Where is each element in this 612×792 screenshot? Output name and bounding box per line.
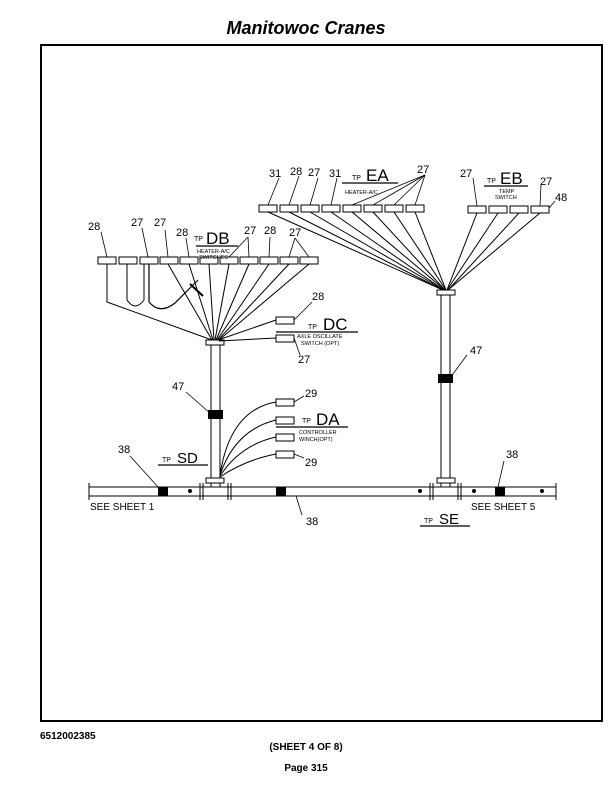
tp-eb-desc2: SWITCH [495,195,517,201]
tp-eb-code: EB [500,169,523,188]
callout-db-28a: 28 [88,221,100,233]
tp-ea-code: EA [366,166,389,185]
diagram-frame [40,44,603,722]
page-title: Manitowoc Cranes [226,18,386,38]
callout-left-47: 47 [172,381,184,393]
tp-da-desc2: WINCH(OPT) [299,437,333,443]
callout-db-28c: 28 [264,225,276,237]
callout-eb-27a: 27 [460,168,472,180]
see-sheet-right: SEE SHEET 5 [471,502,536,513]
tp-dc-code: DC [323,315,348,334]
callout-dc-27: 27 [298,354,310,366]
tp-dc-desc1: AXLE OSCILLATE [297,334,343,340]
tp-se-code: SE [439,511,459,528]
db-harness-fan [167,263,310,341]
callout-dc-28: 28 [312,291,324,303]
callout-da-29a: 29 [305,388,317,400]
callout-leaders [100,174,556,516]
callout-da-29b: 29 [305,457,317,469]
tp-db-code: DB [206,229,230,248]
tp-eb-desc1: TEMP [499,189,515,195]
tp-sd-code: SD [177,450,198,467]
tp-da-desc1: CONTROLLER [299,430,337,436]
callout-db-27a: 27 [131,217,143,229]
ea-eb-connector-row [258,204,550,214]
tp-da-code: DA [316,410,340,429]
callout-mid-38: 38 [306,516,318,528]
see-sheet-left: SEE SHEET 1 [90,502,155,513]
callout-ea-28: 28 [290,166,302,178]
tp-eb-prefix: TP [487,178,496,185]
tp-db-desc1: HEATER-A/C [197,249,230,255]
page-number: Page 315 [284,763,328,774]
callout-db-27b: 27 [154,217,166,229]
tp-ea-prefix: TP [352,175,361,182]
tp-db-prefix: TP [194,236,203,243]
tp-db-desc2: SWITCHES [199,255,228,261]
callout-db-27c: 27 [244,225,256,237]
tp-dc-desc2: SWITCH (OPT) [301,341,339,347]
callout-ea-31b: 31 [329,168,341,180]
callout-eb-27b: 27 [540,176,552,188]
callout-db-28b: 28 [176,227,188,239]
tp-da-prefix: TP [302,418,311,425]
tp-se-prefix: TP [424,518,433,525]
callout-right-38: 38 [506,449,518,461]
callout-eb-48: 48 [555,192,567,204]
sheet-indicator: (SHEET 4 OF 8) [269,742,343,753]
callout-ea-27-top: 27 [417,164,429,176]
callout-ea-27a: 27 [308,167,320,179]
ea-eb-harness-fan [267,211,541,291]
document-number: 6512002385 [40,731,96,742]
tp-ea-desc1: HEATER-A/C [345,190,378,196]
tp-sd-prefix: TP [162,457,171,464]
tp-dc-prefix: TP [308,324,317,331]
callout-db-27d: 27 [289,227,301,239]
callout-ea-31a: 31 [269,168,281,180]
callout-left-38: 38 [118,444,130,456]
callout-right-47: 47 [470,345,482,357]
